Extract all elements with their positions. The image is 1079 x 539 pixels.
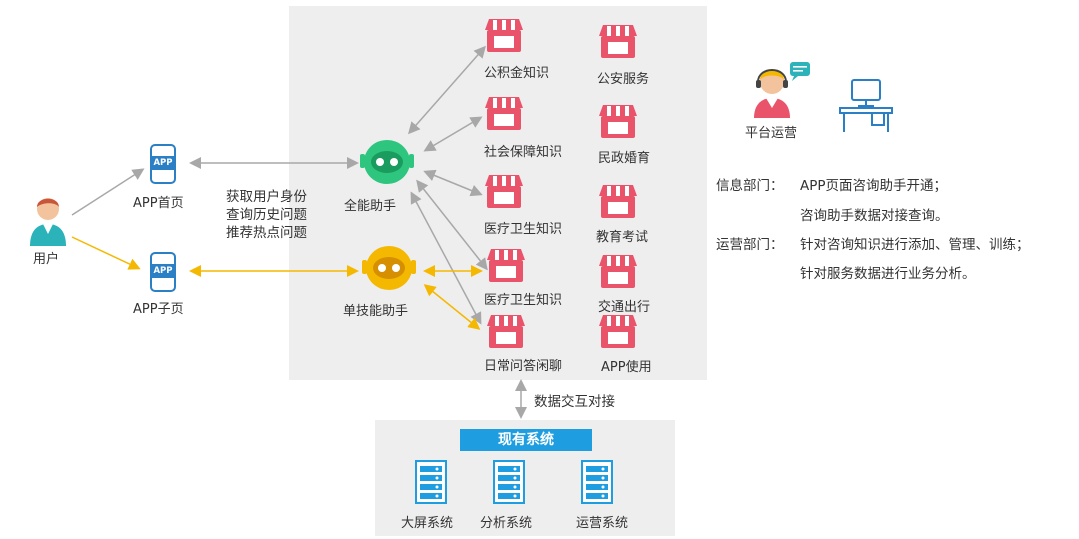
shop-icon[interactable] [598, 24, 638, 64]
support-agent-icon [754, 62, 810, 118]
ops-dept-title: 运营部门： [716, 237, 784, 253]
arrow-user-to-app-home [71, 168, 145, 216]
shop-icon[interactable] [484, 96, 524, 136]
arrow-general-to-k2 [423, 116, 483, 152]
system-label: 运营系统 [576, 516, 629, 531]
arrow-skill-to-k5 [423, 284, 481, 330]
service-label: 民政婚育 [598, 151, 651, 166]
skill-bot-icon[interactable] [362, 244, 416, 294]
server-icon [581, 460, 613, 504]
app-home-label: APP首页 [133, 196, 184, 211]
info-dept-title: 信息部门： [716, 178, 784, 194]
info-line: 查询历史问题 [226, 207, 307, 223]
system-label: 分析系统 [480, 516, 533, 531]
app-sub-label: APP子页 [133, 302, 184, 317]
general-bot-icon[interactable] [360, 138, 414, 188]
arrow-general-to-k3 [423, 169, 483, 197]
app-home-info: 获取用户身份 查询历史问题 推荐热点问题 [226, 188, 307, 242]
service-label: 公安服务 [597, 72, 650, 87]
info-dept-line: 咨询助手数据对接查询。 [800, 208, 949, 224]
knowledge-label: 医疗卫生知识 [484, 222, 563, 237]
user-icon [30, 198, 66, 246]
shop-icon[interactable] [484, 174, 524, 214]
shop-icon[interactable] [598, 184, 638, 224]
shop-icon[interactable] [598, 254, 638, 294]
skill-bot-label: 单技能助手 [343, 304, 409, 319]
shop-icon[interactable] [486, 314, 526, 354]
general-bot-label: 全能助手 [344, 199, 397, 214]
server-icon [493, 460, 525, 504]
service-label: APP使用 [601, 360, 652, 375]
knowledge-label: 医疗卫生知识 [484, 293, 563, 308]
user-label: 用户 [33, 252, 60, 267]
service-label: 教育考试 [596, 230, 649, 245]
info-line: 获取用户身份 [226, 189, 307, 205]
knowledge-label: 公积金知识 [484, 66, 550, 81]
shop-icon[interactable] [598, 104, 638, 144]
app-sub-icon-badge: APP [150, 264, 176, 278]
arrow-user-to-app-sub [71, 236, 141, 270]
info-line: 推荐热点问题 [226, 225, 307, 241]
shop-icon[interactable] [486, 248, 526, 288]
shop-icon[interactable] [598, 314, 638, 354]
server-icon [415, 460, 447, 504]
platform-ops-label: 平台运营 [745, 126, 798, 141]
ops-dept-line: 针对咨询知识进行添加、管理、训练； [800, 237, 1030, 253]
app-home-icon[interactable]: APP [150, 144, 176, 184]
data-link-label: 数据交互对接 [534, 394, 615, 410]
app-home-icon-badge: APP [150, 156, 176, 170]
existing-systems-title: 现有系统 [460, 429, 592, 451]
arrow-general-to-k1 [408, 45, 486, 135]
workstation-desk-icon [839, 79, 893, 132]
ops-dept-line: 针对服务数据进行业务分析。 [800, 266, 976, 282]
shop-icon[interactable] [484, 18, 524, 58]
service-label: 交通出行 [598, 300, 651, 315]
knowledge-label: 社会保障知识 [484, 145, 563, 160]
info-dept-line: APP页面咨询助手开通； [800, 178, 948, 194]
app-sub-icon[interactable]: APP [150, 252, 176, 292]
system-label: 大屏系统 [401, 516, 454, 531]
knowledge-label: 日常问答闲聊 [484, 359, 563, 374]
